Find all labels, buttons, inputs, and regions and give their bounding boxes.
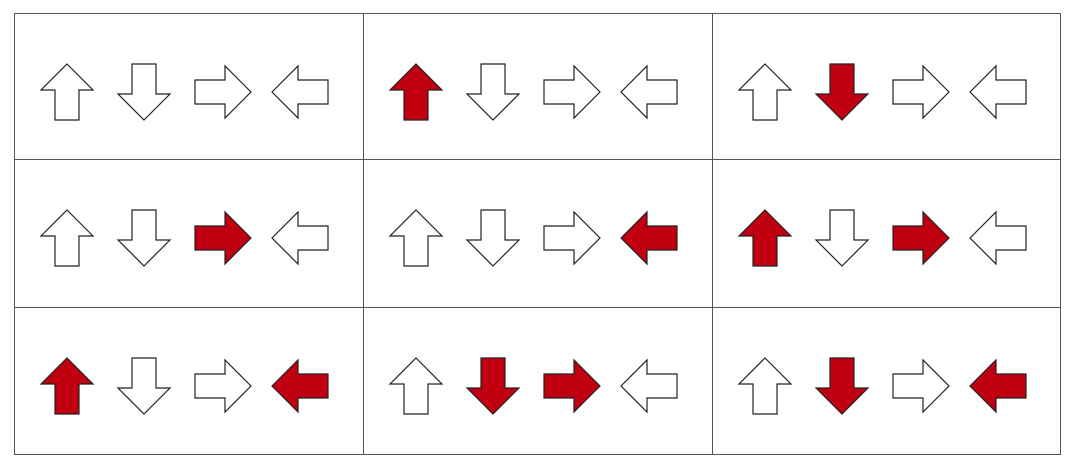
arrow-left-icon (969, 64, 1027, 120)
arrow-up-icon (388, 63, 444, 121)
cell-r3-c3 (713, 308, 1060, 454)
arrow-set (388, 209, 678, 267)
arrow-right-icon (543, 358, 601, 414)
arrow-set (39, 63, 329, 121)
arrow-right-icon (892, 210, 950, 266)
arrow-set (388, 63, 678, 121)
arrow-right-icon (194, 64, 252, 120)
arrow-up-icon (388, 357, 444, 415)
arrow-down-icon (116, 357, 172, 415)
arrow-left-icon (271, 210, 329, 266)
arrow-set (39, 357, 329, 415)
arrow-down-icon (814, 357, 870, 415)
arrow-left-icon (271, 358, 329, 414)
arrow-set (39, 209, 329, 267)
cell-r3-c1 (15, 308, 364, 454)
cell-r2-c1 (15, 160, 364, 308)
arrow-set (737, 209, 1027, 267)
arrow-right-icon (543, 210, 601, 266)
arrow-left-icon (620, 210, 678, 266)
arrow-down-icon (116, 209, 172, 267)
arrow-set (737, 357, 1027, 415)
arrow-right-icon (892, 358, 950, 414)
arrow-set (737, 63, 1027, 121)
arrow-left-icon (620, 358, 678, 414)
arrow-left-icon (969, 358, 1027, 414)
arrow-left-icon (271, 64, 329, 120)
arrow-down-icon (116, 63, 172, 121)
arrow-pattern-grid (14, 13, 1061, 455)
arrow-down-icon (814, 209, 870, 267)
arrow-up-icon (737, 63, 793, 121)
arrow-right-icon (194, 210, 252, 266)
arrow-up-icon (39, 63, 95, 121)
arrow-down-icon (465, 209, 521, 267)
cell-r2-c3 (713, 160, 1060, 308)
cell-r1-c1 (15, 14, 364, 160)
arrow-down-icon (814, 63, 870, 121)
cell-r3-c2 (364, 308, 713, 454)
arrow-right-icon (892, 64, 950, 120)
arrow-right-icon (543, 64, 601, 120)
arrow-up-icon (388, 209, 444, 267)
cell-r1-c2 (364, 14, 713, 160)
arrow-up-icon (737, 357, 793, 415)
arrow-up-icon (39, 209, 95, 267)
cell-r1-c3 (713, 14, 1060, 160)
arrow-up-icon (39, 357, 95, 415)
arrow-left-icon (969, 210, 1027, 266)
arrow-set (388, 357, 678, 415)
arrow-down-icon (465, 63, 521, 121)
cell-r2-c2 (364, 160, 713, 308)
arrow-down-icon (465, 357, 521, 415)
arrow-up-icon (737, 209, 793, 267)
arrow-right-icon (194, 358, 252, 414)
arrow-left-icon (620, 64, 678, 120)
